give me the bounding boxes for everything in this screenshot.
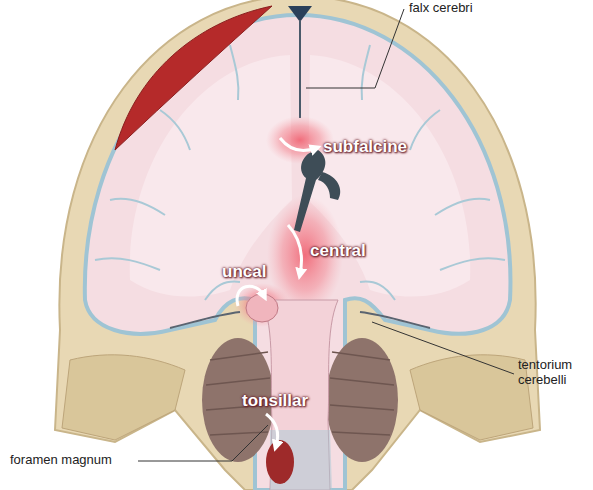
herniation-label: central <box>310 241 366 261</box>
falx-cerebri <box>299 20 301 118</box>
herniation-label: tonsillar <box>242 391 308 411</box>
leader-line <box>138 9 514 461</box>
structure-label: foramen magnum <box>10 453 112 468</box>
skull <box>55 0 540 490</box>
ventricle <box>318 172 340 200</box>
uncus <box>246 294 278 322</box>
superior-sagittal-sinus <box>288 6 312 22</box>
herniation-label: uncal <box>222 262 266 282</box>
subdural-hematoma <box>115 6 272 150</box>
herniation-arrow <box>237 138 316 446</box>
ventricle <box>294 150 325 232</box>
structure-label: tentorium cerebelli <box>518 358 586 388</box>
herniation-label: subfalcine <box>323 137 407 157</box>
structure-label: falx cerebri <box>409 1 473 16</box>
cerebellar-tonsil <box>266 440 294 484</box>
